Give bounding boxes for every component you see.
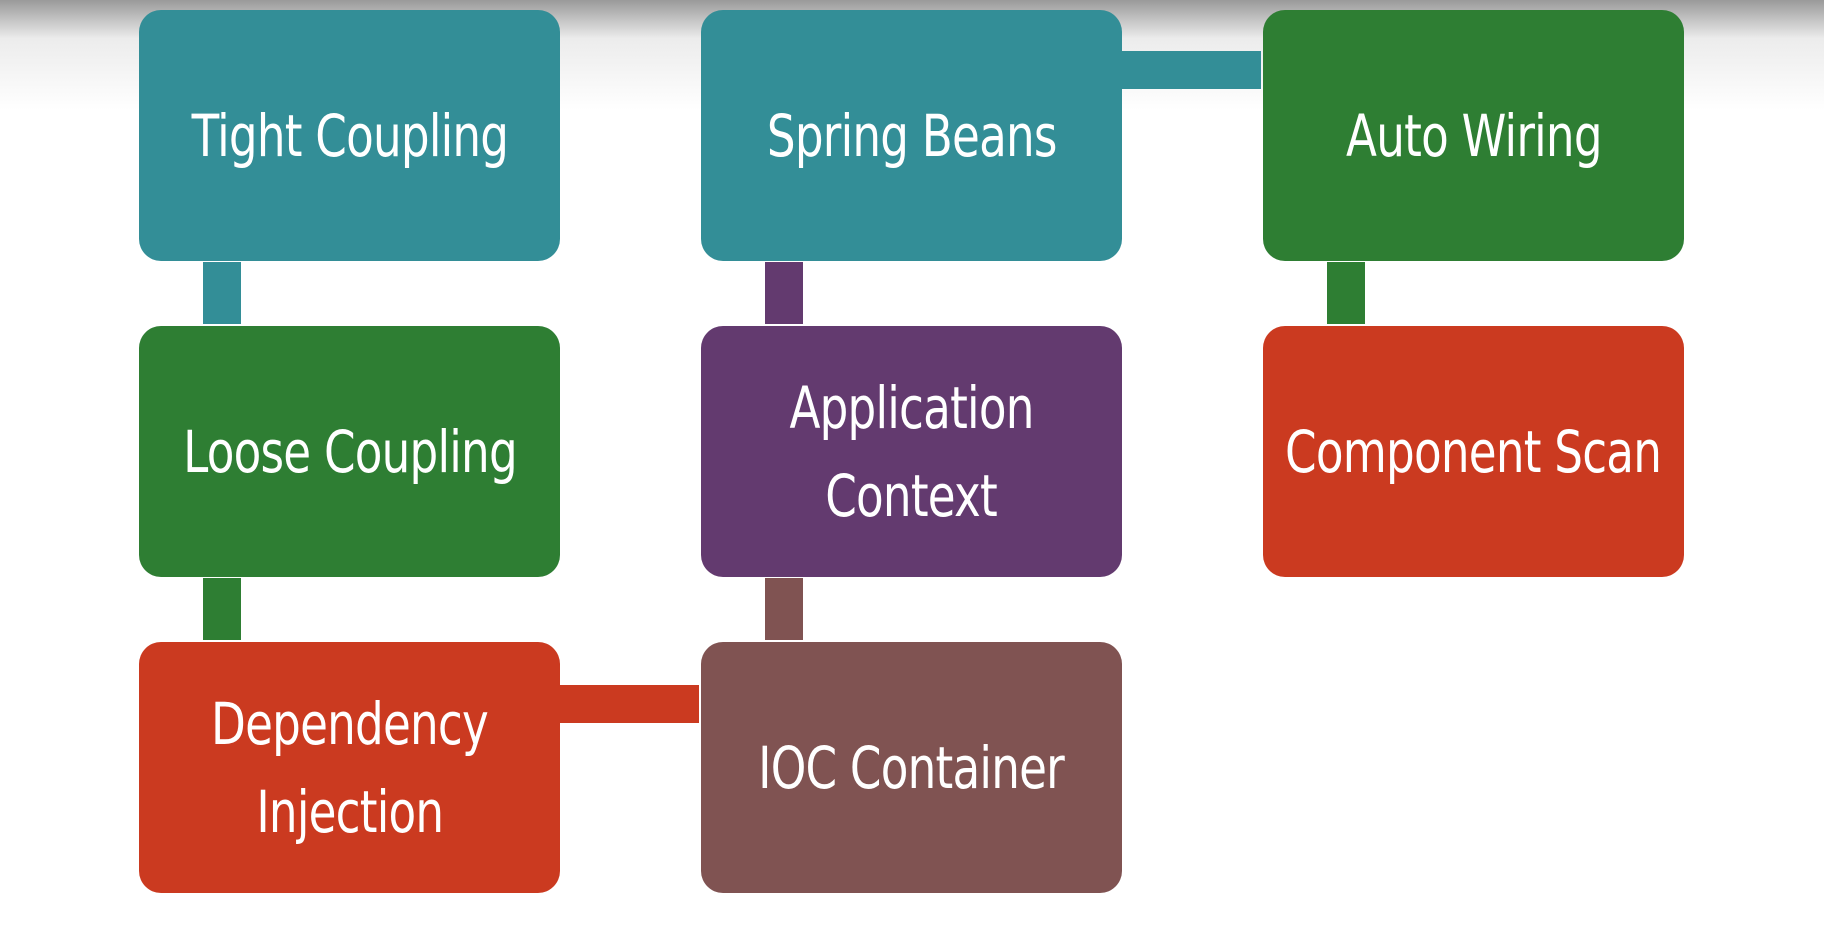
- node-ioc-container: IOC Container: [701, 642, 1122, 893]
- node-loose-coupling: Loose Coupling: [139, 326, 560, 577]
- node-label: Component Scan: [1285, 417, 1662, 486]
- node-auto-wiring: Auto Wiring: [1263, 10, 1684, 261]
- node-dependency-injection: Dependency Injection: [139, 642, 560, 893]
- connector-loose-to-dependency: [203, 578, 241, 640]
- node-label: Spring Beans: [766, 101, 1058, 170]
- node-component-scan: Component Scan: [1263, 326, 1684, 577]
- node-spring-beans: Spring Beans: [701, 10, 1122, 261]
- connector-beans-to-autowiring: [1122, 51, 1261, 89]
- node-label-line-2: Injection: [256, 777, 444, 846]
- node-tight-coupling: Tight Coupling: [139, 10, 560, 261]
- connector-dependency-to-ioc: [560, 685, 699, 723]
- node-application-context: Application Context: [701, 326, 1122, 577]
- node-label-line-2: Context: [825, 461, 999, 530]
- connector-autowiring-to-componentscan: [1327, 262, 1365, 324]
- node-label-line-1: Application: [789, 373, 1034, 442]
- node-label: Loose Coupling: [182, 417, 518, 486]
- connector-ioc-to-context: [765, 578, 803, 640]
- node-label: Tight Coupling: [191, 101, 508, 170]
- node-label: IOC Container: [758, 733, 1066, 802]
- connector-context-to-beans: [765, 262, 803, 324]
- connector-tight-to-loose: [203, 262, 241, 324]
- node-label-line-1: Dependency: [211, 689, 489, 758]
- node-label: Auto Wiring: [1345, 101, 1602, 170]
